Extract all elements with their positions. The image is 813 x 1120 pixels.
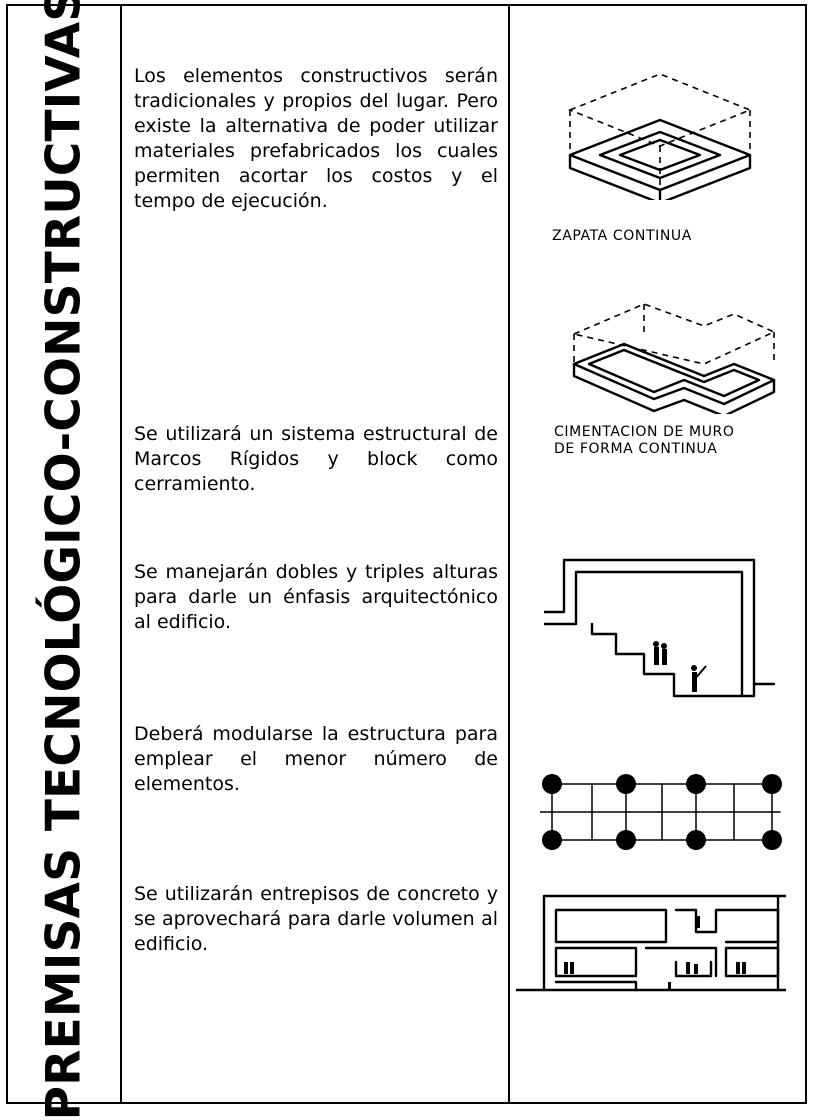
cimentacion-muro-sketch-icon (554, 284, 784, 414)
title-column: PREMISAS TECNOLÓGICO-CONSTRUCTIVAS (8, 0, 122, 1120)
double-height-section-sketch-icon (544, 554, 784, 714)
caption-cimentacion: CIMENTACION DE MURO DE FORMA CONTINUA (554, 424, 735, 458)
paragraph-alturas: Se manejarán dobles y triples alturas pa… (134, 561, 498, 633)
structural-grid-sketch-icon (540, 772, 790, 852)
paragraph-modulacion: Deberá modularse la estructura para empl… (134, 723, 498, 795)
mezzanine-section-sketch-icon (516, 892, 786, 1002)
premisas-table: PREMISAS TECNOLÓGICO-CONSTRUCTIVAS Los e… (6, 0, 807, 1120)
caption-cimentacion-line-1: CIMENTACION DE MURO (554, 424, 735, 440)
paragraph-sistema-estructural: Se utilizará un sistema estructural de M… (134, 423, 498, 495)
caption-zapata: ZAPATA CONTINUA (552, 228, 692, 244)
zapata-continua-sketch-icon (550, 70, 780, 200)
figures-column: ZAPATA CONTINUA CIMENTACION DE MURO DE F… (510, 6, 805, 1102)
text-column: Los elementos constructivos serán tradic… (122, 6, 510, 1102)
vertical-title: PREMISAS TECNOLÓGICO-CONSTRUCTIVAS (36, 0, 92, 1120)
paragraph-entrepisos: Se utilizarán entrepisos de concreto y s… (134, 883, 498, 955)
caption-cimentacion-line-2: DE FORMA CONTINUA (554, 441, 718, 457)
paragraph-materiales: Los elementos constructivos serán tradic… (134, 65, 498, 212)
